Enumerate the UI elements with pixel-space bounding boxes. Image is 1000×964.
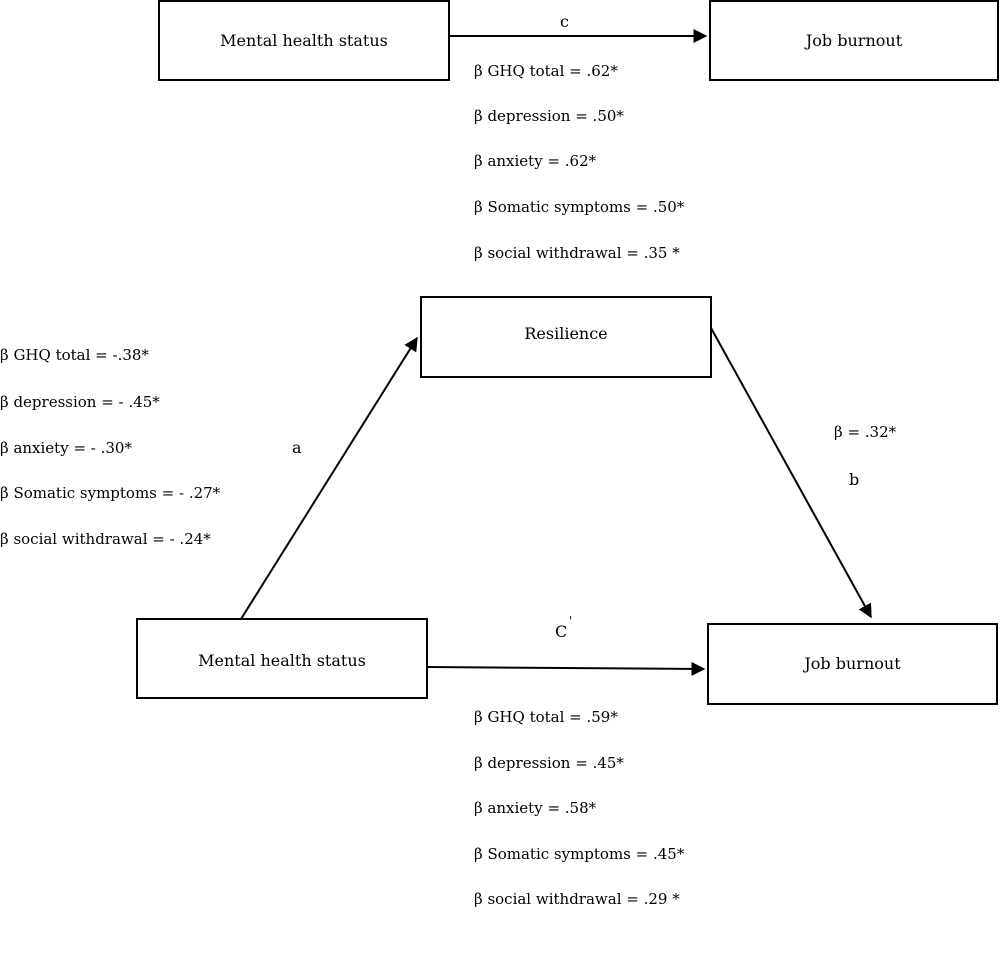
top-mental-health-label: Mental health status	[220, 31, 388, 50]
path-c-prime-coef-somatic: β Somatic symptoms = .45*	[474, 845, 685, 863]
path-a-arrow	[240, 336, 418, 620]
top-coef-depression: β depression = .50*	[474, 107, 624, 125]
path-c-prime-coef-anxiety: β anxiety = .58*	[474, 799, 597, 817]
path-a-coef-anxiety: β anxiety = - .30*	[0, 439, 132, 457]
top-coef-social: β social withdrawal = .35 *	[474, 244, 680, 262]
bottom-job-burnout-box: Job burnout	[707, 623, 998, 705]
path-b-arrow	[710, 327, 872, 619]
top-mental-health-box: Mental health status	[158, 0, 450, 81]
bottom-mental-health-label: Mental health status	[198, 651, 366, 670]
path-a-coef-somatic: β Somatic symptoms = - .27*	[0, 484, 221, 502]
path-a-label: a	[292, 438, 302, 457]
path-b-coef: β = .32*	[834, 423, 897, 441]
path-c-prime-arrow	[426, 661, 706, 676]
path-a-coef-depression: β depression = - .45*	[0, 393, 160, 411]
bottom-job-burnout-label: Job burnout	[804, 653, 901, 673]
path-c-prime-coef-social: β social withdrawal = .29 *	[474, 890, 680, 908]
path-b-label: b	[849, 470, 860, 489]
top-job-burnout-label: Job burnout	[805, 31, 903, 50]
top-coef-somatic: β Somatic symptoms = .50*	[474, 198, 685, 216]
path-c-prime-mark: '	[569, 614, 573, 628]
resilience-label: Resilience	[524, 323, 608, 343]
path-a-coef-social: β social withdrawal = - .24*	[0, 530, 211, 548]
path-c-prime-coef-depression: β depression = .45*	[474, 754, 624, 772]
top-job-burnout-box: Job burnout	[709, 0, 999, 81]
path-c-prime-coef-ghq: β GHQ total = .59*	[474, 708, 618, 726]
path-a-coef-ghq: β GHQ total = -.38*	[0, 346, 149, 364]
bottom-mental-health-box: Mental health status	[136, 618, 428, 699]
resilience-box: Resilience	[420, 296, 712, 378]
path-c-prime-label: C	[555, 622, 568, 641]
path-c-label: c	[560, 12, 569, 31]
top-coef-ghq: β GHQ total = .62*	[474, 62, 618, 80]
top-coef-anxiety: β anxiety = .62*	[474, 152, 597, 170]
